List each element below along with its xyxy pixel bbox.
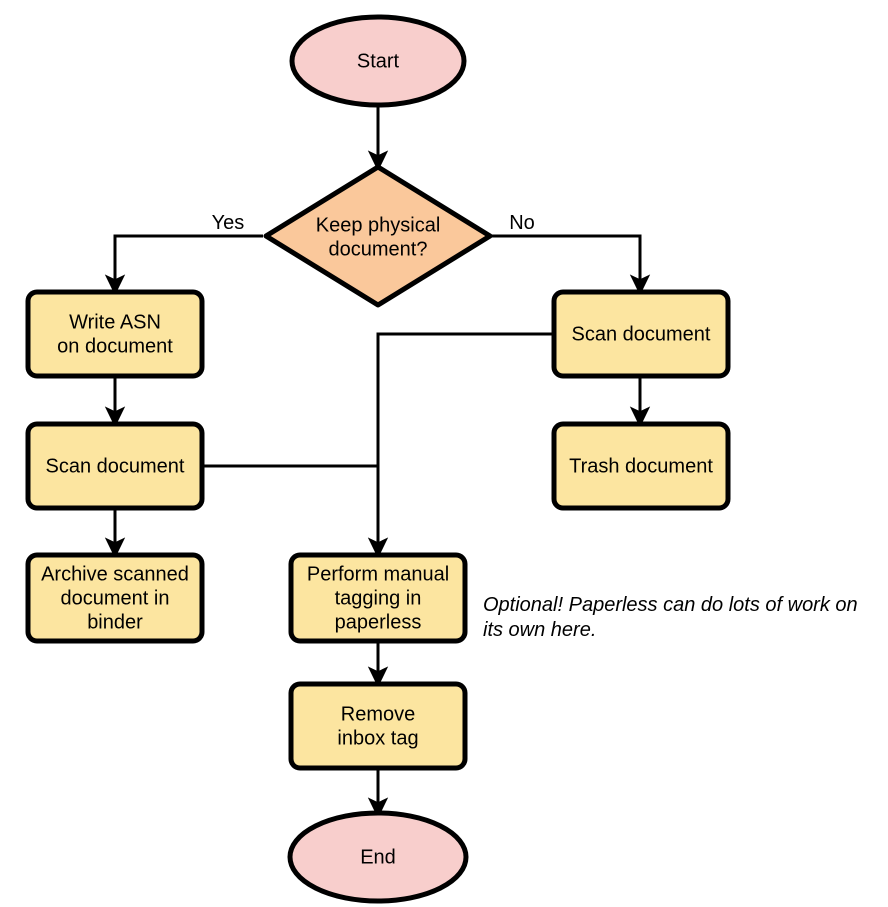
perform-manual-tagging-label-line-2: tagging in [335, 587, 422, 609]
annotation-optional-paperless: Optional! Paperless can do lots of work … [483, 594, 858, 641]
archive-scanned-box [25, 552, 205, 644]
node-scan-document-left[interactable]: Scan document [25, 421, 205, 511]
node-end[interactable]: End [287, 810, 469, 904]
remove-inbox-tag-label-line-1: Remove [341, 703, 415, 725]
scan-document-right-label: Scan document [572, 323, 711, 345]
annotation-line-1: Optional! Paperless can do lots of work … [483, 594, 858, 616]
scan-document-right-box [551, 289, 731, 379]
node-write-asn[interactable]: Write ASN on document [25, 289, 205, 379]
annotation-line-2: its own here. [483, 619, 596, 641]
write-asn-box [25, 289, 205, 379]
node-scan-document-right[interactable]: Scan document [551, 289, 731, 379]
trash-document-box [551, 421, 731, 511]
decision-label-line-1: Keep physical [316, 214, 441, 236]
edge-decision-to-write-asn [104, 234, 263, 296]
trash-document-label: Trash document [569, 455, 713, 477]
scan-document-left-box [25, 421, 205, 511]
edge-scan-right-to-manual-tagging [367, 332, 552, 559]
decision-diamond [263, 164, 493, 308]
edge-label-no: No [509, 212, 535, 234]
start-label: Start [357, 50, 400, 72]
archive-scanned-label-line-2: document in [61, 587, 170, 609]
end-ellipse [287, 810, 469, 904]
edge-label-yes: Yes [212, 212, 245, 234]
perform-manual-tagging-label-line-3: paperless [335, 611, 422, 633]
start-ellipse [289, 14, 467, 108]
node-remove-inbox-tag[interactable]: Remove inbox tag [288, 681, 468, 771]
remove-inbox-tag-label-line-2: inbox tag [337, 727, 418, 749]
perform-manual-tagging-box [288, 552, 468, 644]
write-asn-label-line-1: Write ASN [69, 311, 161, 333]
archive-scanned-label-line-3: binder [87, 611, 143, 633]
decision-label-line-2: document? [329, 238, 428, 260]
archive-scanned-label-line-1: Archive scanned [41, 563, 189, 585]
edge-decision-to-scan-right [492, 234, 651, 296]
perform-manual-tagging-label-line-1: Perform manual [307, 563, 449, 585]
node-perform-manual-tagging[interactable]: Perform manual tagging in paperless [288, 552, 468, 644]
edges-layer [104, 105, 651, 819]
node-trash-document[interactable]: Trash document [551, 421, 731, 511]
node-start[interactable]: Start [289, 14, 467, 108]
node-archive-scanned[interactable]: Archive scanned document in binder [25, 552, 205, 644]
write-asn-label-line-2: on document [57, 335, 173, 357]
end-label: End [360, 846, 396, 868]
edge-labels-layer: Yes No [212, 212, 535, 234]
scan-document-left-label: Scan document [46, 455, 185, 477]
remove-inbox-tag-box [288, 681, 468, 771]
node-keep-physical-document[interactable]: Keep physical document? [263, 164, 493, 308]
